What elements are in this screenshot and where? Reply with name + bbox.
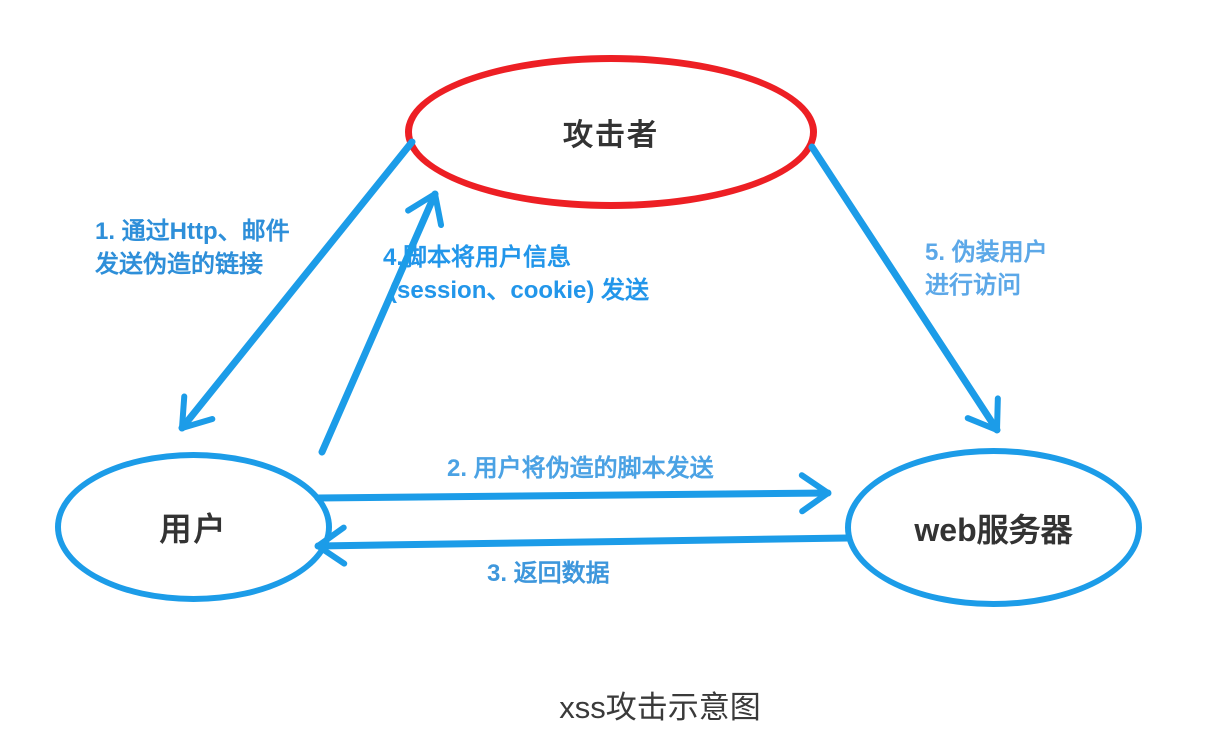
step1-line2: 发送伪造的链接 [95, 251, 263, 278]
step3-label: 3. 返回数据 [487, 560, 610, 587]
step5-line2: 进行访问 [925, 272, 1021, 299]
arrow-step3-webserver-to-user [314, 524, 852, 567]
webserver-node: web服务器 [845, 448, 1142, 607]
diagram-caption: xss攻击示意图 [559, 690, 761, 725]
arrow-step2-user-to-webserver [314, 472, 832, 515]
user-node: 用户 [55, 452, 332, 602]
step1-label: 1. 通过Http、邮件 发送伪造的链接 [95, 215, 290, 281]
step4-line1: 4.脚本将用户信息 [383, 244, 572, 271]
arrow-step4-user-to-attacker [318, 190, 445, 456]
step5-label: 5. 伪装用户 进行访问 [925, 236, 1048, 302]
attacker-label: 攻击者 [563, 119, 659, 152]
step4-label: 4.脚本将用户信息 (session、cookie) 发送 [383, 241, 649, 307]
attacker-node: 攻击者 [405, 55, 817, 209]
step5-line1: 5. 伪装用户 [925, 239, 1048, 266]
arrow-step1-attacker-to-user [178, 138, 416, 432]
step1-line1: 1. 通过Http、邮件 [95, 218, 290, 245]
user-label: 用户 [159, 511, 228, 547]
step4-line2: (session、cookie) 发送 [389, 277, 650, 304]
webserver-label: web服务器 [914, 511, 1073, 548]
step2-label: 2. 用户将伪造的脚本发送 [447, 455, 714, 482]
